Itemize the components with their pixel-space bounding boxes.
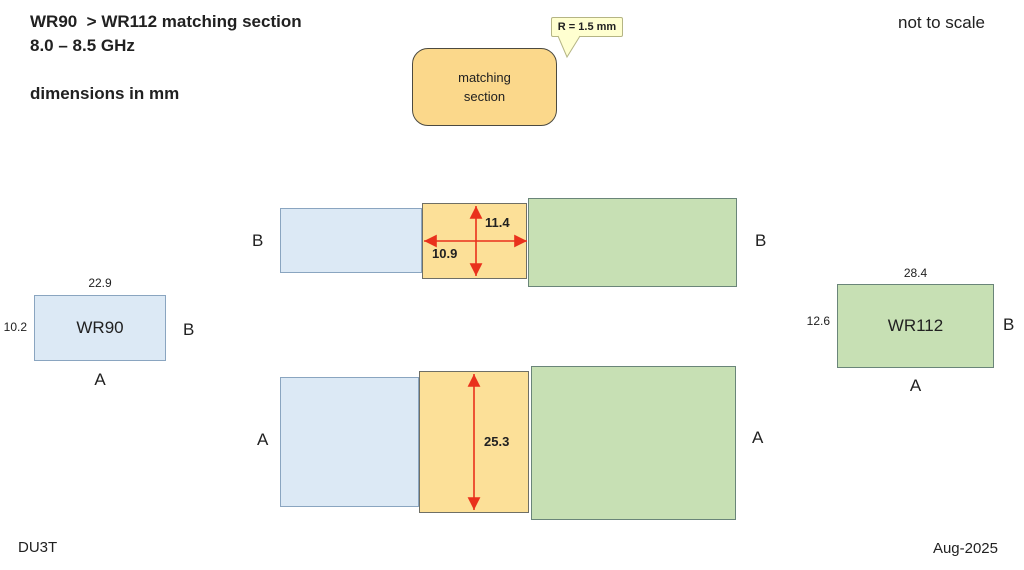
wr90-waveguide-b (280, 208, 422, 273)
matching-section-legend: matching section (412, 48, 557, 126)
b-left-label: B (252, 231, 264, 250)
callout-tail (558, 35, 580, 57)
wr112-rect: WR112 (837, 284, 994, 368)
wr90-width-dim: 22.9 (88, 276, 112, 290)
a-left-label: A (257, 430, 269, 449)
wr90-waveguide-a (280, 377, 419, 507)
wr90-height-dim: 10.2 (3, 320, 27, 334)
wr90-rect: WR90 (34, 295, 166, 361)
footer-left-label: DU3T (18, 539, 58, 556)
matching-section-label: matching section (458, 70, 511, 104)
a-height-dim: 25.3 (484, 434, 510, 449)
wr112-waveguide-a (531, 366, 736, 520)
radius-callout-label: R = 1.5 mm (557, 21, 617, 33)
callout-tail-outline (557, 35, 581, 59)
b-right-label: B (755, 231, 767, 250)
page-title-line2: 8.0 – 8.5 GHz (30, 36, 135, 55)
wr90-b-label: B (183, 320, 195, 339)
footer-right-label: Aug-2025 (932, 540, 998, 557)
wr112-b-label: B (1003, 315, 1015, 334)
wr90-a-label: A (94, 370, 106, 389)
radius-callout: R = 1.5 mm (551, 17, 623, 37)
wr112-waveguide-b (528, 198, 737, 287)
wr112-width-dim: 28.4 (903, 266, 928, 280)
matching-section-a (419, 371, 529, 513)
wr90-label: WR90 (76, 318, 124, 337)
scale-note: not to scale (898, 13, 985, 32)
wr112-label: WR112 (887, 316, 944, 335)
matching-section-b (422, 203, 527, 279)
a-right-label: A (752, 428, 764, 447)
wr112-a-label: A (909, 376, 922, 395)
units-note: dimensions in mm (30, 84, 180, 103)
page-title-line1: WR90 > WR112 matching section (30, 12, 302, 31)
b-length-dim: 10.9 (432, 246, 458, 261)
b-height-dim: 11.4 (485, 215, 510, 230)
wr112-height-dim: 12.6 (806, 314, 830, 328)
